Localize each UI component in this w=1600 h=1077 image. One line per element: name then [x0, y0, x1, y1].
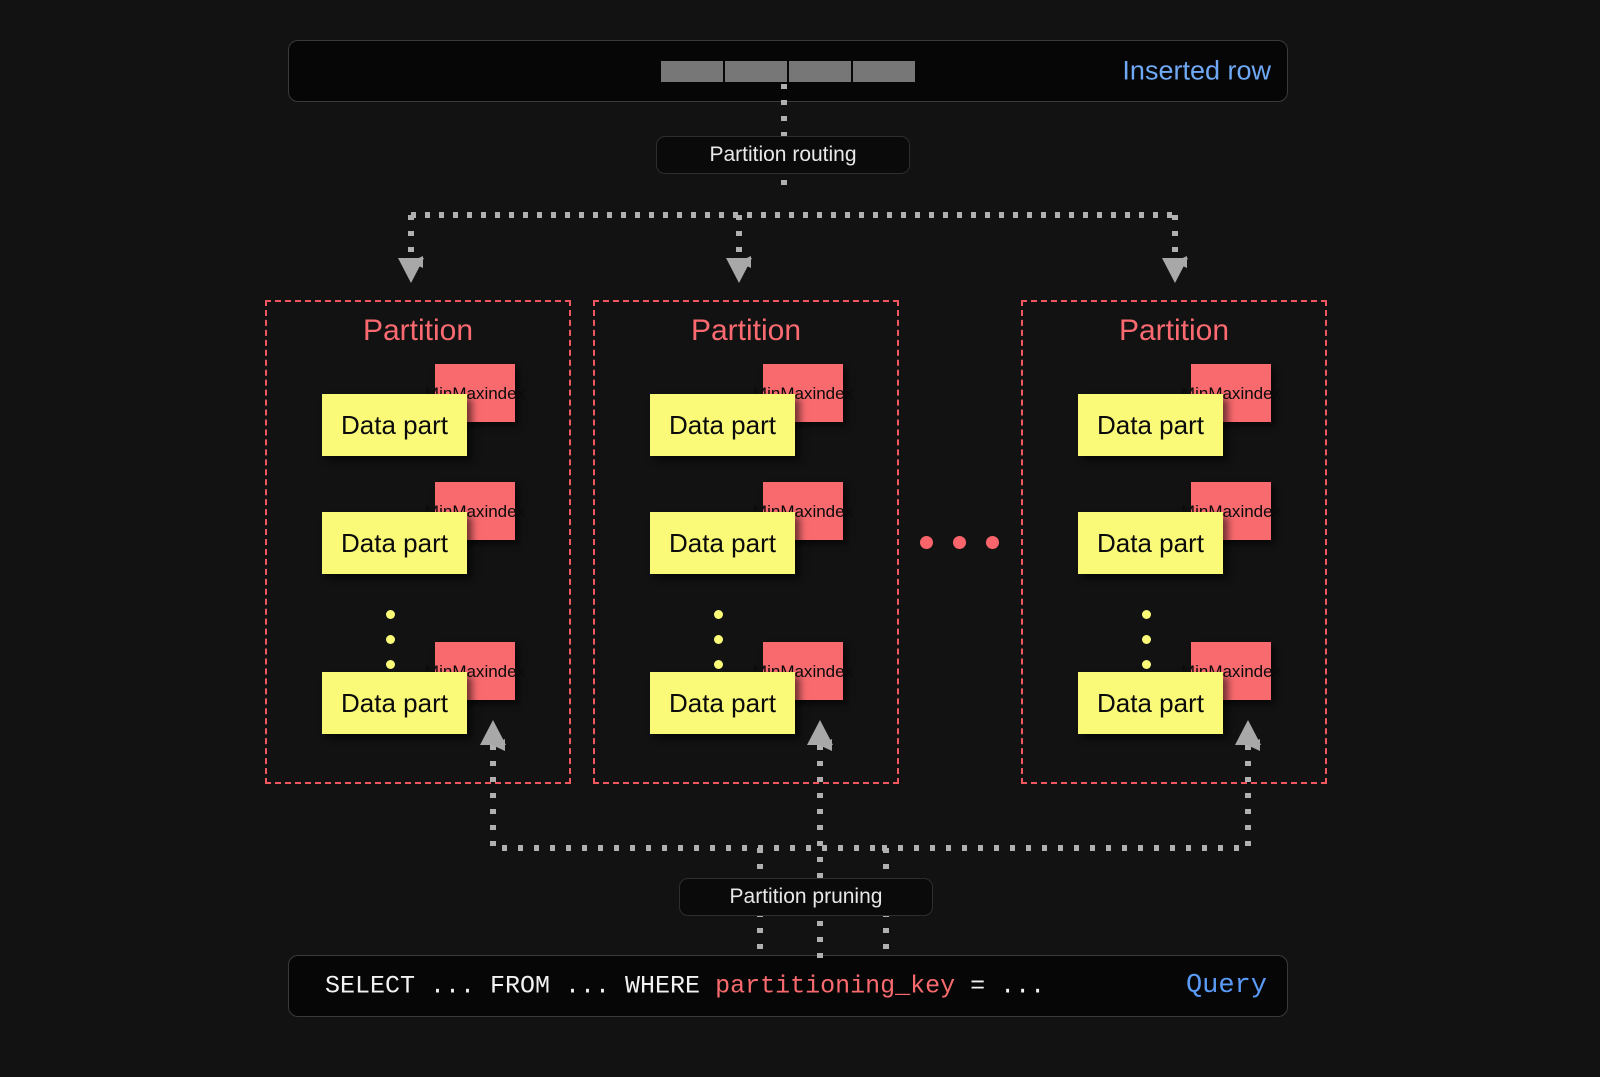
- vertical-ellipsis-dots: [1142, 610, 1151, 685]
- query-keyword: partitioning_key: [715, 971, 956, 1001]
- inserted-row-bar: Inserted row: [288, 40, 1288, 102]
- query-label: Query: [1185, 971, 1267, 1001]
- partition-pruning-box: Partition pruning: [679, 878, 933, 916]
- query-prefix: SELECT ... FROM ... WHERE: [325, 971, 716, 1001]
- data-part-box: Data part: [650, 394, 795, 456]
- query-text: SELECT ... FROM ... WHERE partitioning_k…: [325, 972, 1045, 1001]
- vertical-ellipsis-dots: [714, 610, 723, 685]
- data-part-box: Data part: [1078, 672, 1223, 734]
- arrowhead-down-partition-0: [398, 258, 424, 283]
- data-part-box: Data part: [1078, 512, 1223, 574]
- data-part-box: Data part: [322, 672, 467, 734]
- row-cell: [853, 61, 915, 82]
- data-part-box: Data part: [322, 394, 467, 456]
- query-suffix: = ...: [955, 971, 1046, 1001]
- data-part-box: Data part: [650, 672, 795, 734]
- arrowhead-down-partition-1: [726, 258, 752, 283]
- data-part-box: Data part: [650, 512, 795, 574]
- row-cell: [789, 61, 851, 82]
- data-part-box: Data part: [322, 512, 467, 574]
- partition-title: Partition: [362, 314, 474, 347]
- inserted-row-label: Inserted row: [1122, 55, 1271, 86]
- query-bar: SELECT ... FROM ... WHERE partitioning_k…: [288, 955, 1288, 1017]
- partition-title: Partition: [1118, 314, 1230, 347]
- inserted-row-cells: [661, 61, 915, 82]
- data-part-box: Data part: [1078, 394, 1223, 456]
- partition-ellipsis-dots: [920, 536, 999, 549]
- vertical-ellipsis-dots: [386, 610, 395, 685]
- arrowhead-down-partition-2: [1162, 258, 1188, 283]
- row-cell: [661, 61, 723, 82]
- row-cell: [725, 61, 787, 82]
- partition-title: Partition: [690, 314, 802, 347]
- partition-routing-box: Partition routing: [656, 136, 910, 174]
